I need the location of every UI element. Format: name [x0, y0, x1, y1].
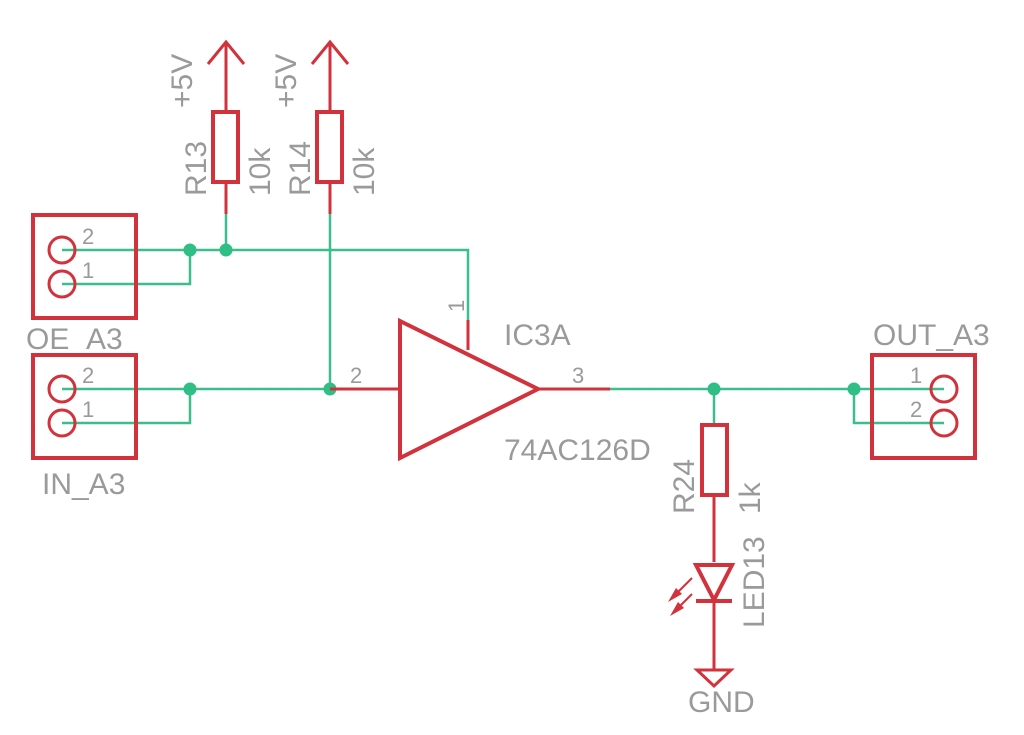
junction-dot: [183, 382, 197, 396]
ground-label: GND: [688, 686, 755, 719]
connector-pin-icon: [47, 374, 77, 404]
resistor-body: [700, 423, 729, 497]
connector-pin-icon: [47, 408, 77, 438]
led-name: LED13: [738, 536, 771, 628]
junctions: [183, 243, 861, 396]
resistor-value: 1k: [734, 481, 767, 514]
supply-arrow-icon: [310, 39, 350, 110]
led-13: LED13: [668, 536, 771, 670]
supply-label: +5V: [166, 54, 199, 108]
nets: [62, 214, 944, 425]
connector-pin-icon: [47, 269, 77, 299]
pin-number: 2: [82, 224, 94, 249]
resistor-name: R24: [668, 459, 701, 514]
connector-out-a3: 1 2 OUT_A3: [870, 319, 990, 460]
connector-pin-icon: [929, 374, 959, 404]
junction-dot: [847, 382, 861, 396]
connector-name: OE_A3: [26, 323, 123, 356]
pin-number: 3: [572, 363, 584, 388]
pin-number: 2: [910, 397, 922, 422]
supply-label: +5V: [270, 54, 303, 108]
pin-number: 1: [82, 397, 94, 422]
supply-r14: +5V: [270, 39, 350, 110]
ic-part-number: 74AC126D: [504, 434, 651, 467]
resistor-r14: R14 10k: [284, 110, 381, 214]
resistor-body: [211, 110, 240, 184]
ground-icon: [693, 668, 735, 689]
resistor-r13: R13 10k: [180, 110, 277, 214]
resistor-value: 10k: [244, 147, 277, 196]
led-emission-arrows-icon: [668, 577, 693, 616]
connector-body: [31, 353, 138, 460]
pin-number: 2: [350, 363, 362, 388]
net-out-pin2: [852, 389, 944, 425]
buffer-ic3a: 1 2 3 IC3A 74AC126D: [330, 300, 651, 467]
resistor-r24: R24 1k: [668, 423, 767, 562]
resistor-name: R13: [180, 141, 213, 196]
net-oe-pin1: [62, 250, 192, 286]
connector-pin-icon: [929, 408, 959, 438]
pin-number: 1: [910, 363, 922, 388]
junction-dot: [183, 243, 197, 257]
connector-in-a3: 2 1 IN_A3: [31, 353, 138, 501]
supply-r13: +5V: [166, 39, 246, 110]
pin-number: 1: [82, 258, 94, 283]
connector-body: [870, 353, 977, 460]
net-oe-pin2: [62, 248, 470, 320]
connector-name: IN_A3: [42, 468, 125, 501]
connector-pin-icon: [47, 235, 77, 265]
resistor-name: R14: [284, 141, 317, 196]
ground-symbol: GND: [688, 668, 755, 719]
junction-dot: [219, 243, 233, 257]
connector-name: OUT_A3: [873, 319, 990, 352]
led-diode-icon: [692, 563, 736, 605]
resistor-value: 10k: [348, 147, 381, 196]
supply-arrow-icon: [206, 39, 246, 110]
buffer-triangle-icon: [398, 317, 543, 462]
ic-name: IC3A: [504, 319, 571, 352]
net-in-pin1: [62, 389, 192, 425]
junction-dot: [707, 382, 721, 396]
resistor-body: [315, 110, 344, 184]
pin-number: 1: [444, 300, 469, 312]
pin-number: 2: [82, 363, 94, 388]
connector-body: [31, 213, 138, 320]
connector-oe-a3: 2 1 OE_A3: [26, 213, 138, 356]
